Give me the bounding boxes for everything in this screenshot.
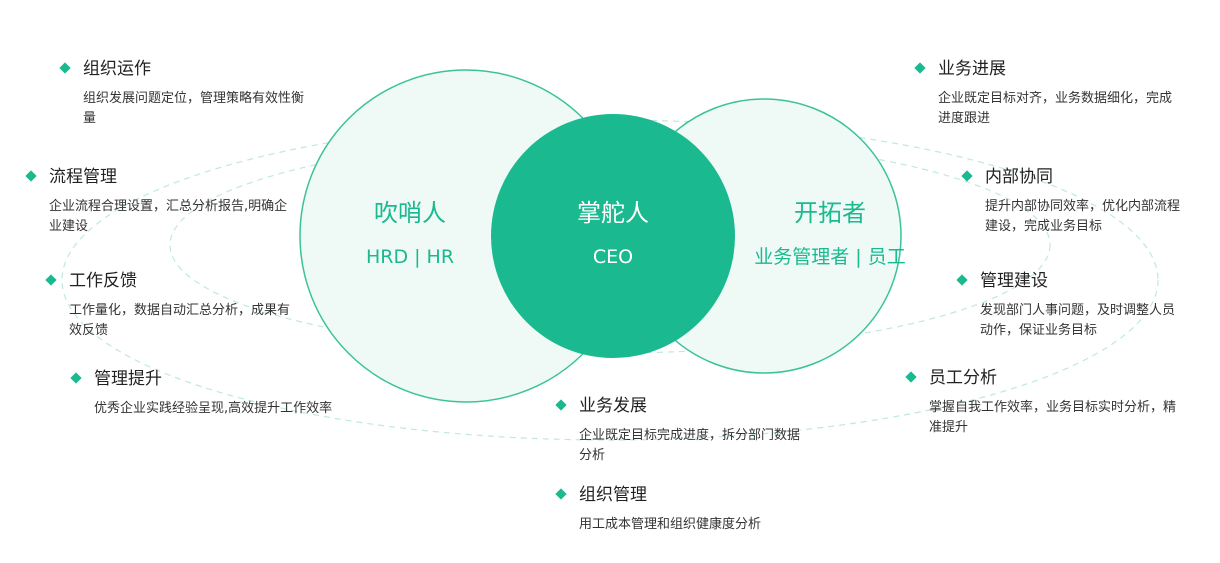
feature-desc: 用工成本管理和组织健康度分析 [579,517,762,532]
feature-desc: 发现部门人事问题，及时调整人员动作，保证业务目标 [980,303,1176,338]
feature-desc: 掌握自我工作效率，业务目标实时分析，精准提升 [929,400,1177,435]
feature-desc: 企业既定目标完成进度，拆分部门数据分析 [579,428,801,463]
feature-desc: 企业既定目标对齐，业务数据细化，完成进度跟进 [938,91,1173,126]
circle-center [491,114,735,358]
feature-title: 组织管理 [579,485,647,505]
circle-left-label: 吹哨人 HRD | HR [340,198,480,269]
circle-left-subtitle: HRD | HR [365,246,455,268]
feature-title: 工作反馈 [69,271,137,291]
circle-right-subtitle: 业务管理者 | 员工 [754,246,906,268]
feature-desc: 企业流程合理设置，汇总分析报告,明确企业建设 [49,199,288,234]
feature-title: 组织运作 [83,59,151,79]
feature-title: 业务发展 [579,396,647,416]
feature-desc: 工作量化，数据自动汇总分析，成果有效反馈 [69,303,291,338]
feature-title: 业务进展 [938,59,1006,79]
circle-right-title: 开拓者 [794,199,866,227]
feature-desc: 组织发展问题定位，管理策略有效性衡量 [83,91,305,126]
circle-left-title: 吹哨人 [374,199,446,227]
feature-desc: 优秀企业实践经验呈现,高效提升工作效率 [94,401,333,416]
feature-title: 管理建设 [980,271,1048,291]
feature-title: 内部协同 [985,167,1053,187]
feature-desc: 提升内部协同效率，优化内部流程建设，完成业务目标 [985,199,1181,234]
feature-title: 管理提升 [94,369,162,389]
circle-center-subtitle: CEO [592,246,634,268]
circle-right-label: 开拓者 业务管理者 | 员工 [740,198,920,269]
feature-title: 流程管理 [49,167,117,187]
feature-title: 员工分析 [929,368,997,388]
circle-center-title: 掌舵人 [577,199,649,227]
circle-center-label: 掌舵人 CEO [543,198,683,269]
